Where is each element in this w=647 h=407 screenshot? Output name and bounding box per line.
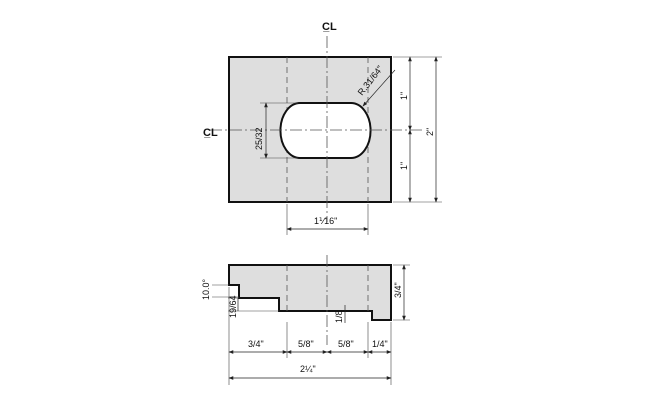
centerline-label-top: C̲L (322, 21, 337, 33)
angle-label: 10.0° (201, 278, 211, 300)
overall-width-label: 2¼" (300, 364, 316, 374)
slot-width-label: 1⅟16" (314, 216, 337, 226)
side-view-body (228, 264, 392, 321)
seg-1-label: 3/4" (248, 339, 264, 349)
slot-height-label: 25/32 (254, 127, 264, 150)
step-height-label: 19/64 (228, 295, 238, 318)
slot-hole (279, 102, 372, 159)
side-view: 10.0° 19/64 1/8 3/4" 3/4" 5/8" 5/8" 1/4"… (201, 255, 410, 385)
centerline-label-left: C̲L (203, 127, 218, 139)
seg-3-label: 5/8" (338, 339, 354, 349)
side-height-label: 3/4" (393, 282, 403, 298)
small-step-label: 1/8 (334, 310, 344, 323)
seg-2-label: 5/8" (298, 339, 314, 349)
top-view: C̲L C̲L R.31/64" 25/32 1" 1" 2" 1⅟16" (203, 21, 442, 235)
lower-half-label: 1" (399, 162, 409, 170)
radius-leader (362, 69, 396, 107)
overall-height-label: 2" (425, 128, 435, 136)
seg-4-label: 1/4" (372, 339, 388, 349)
upper-half-label: 1" (399, 92, 409, 100)
